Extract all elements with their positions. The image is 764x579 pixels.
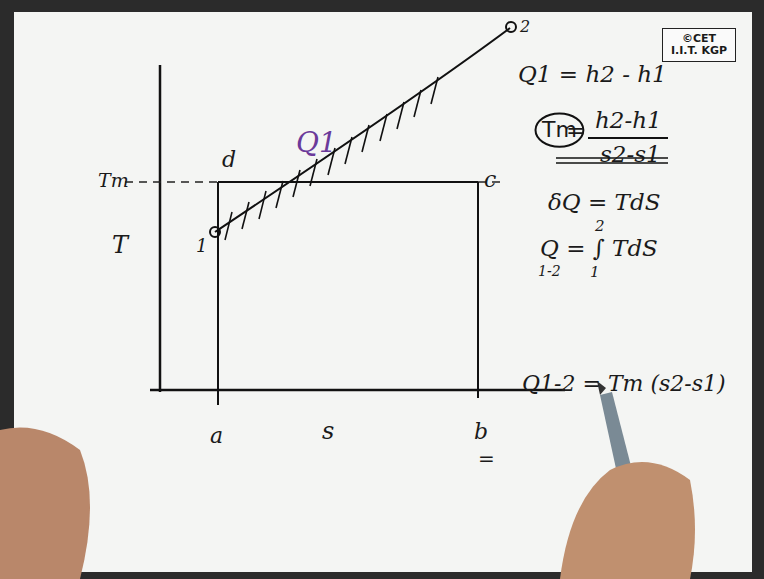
point-label: d	[222, 148, 236, 172]
integral-limit: 1	[590, 264, 600, 281]
logo-text: ©CET I.I.T. KGP	[669, 33, 729, 57]
equation: Q = ∫ TdS	[540, 236, 658, 261]
heat-label: Q1	[296, 128, 337, 159]
point-label: c	[484, 168, 496, 192]
axis-label: T	[112, 232, 128, 258]
equation: Q1 = h2 - h1	[518, 62, 667, 87]
equation: Q1-2 = Tm (s2-s1)	[522, 372, 726, 396]
axis-label: s	[322, 418, 334, 444]
integral-limit: 2	[595, 218, 605, 235]
equation: s2-s1	[600, 142, 661, 167]
point-label: 1	[196, 236, 207, 256]
equation: δQ = TdS	[548, 190, 660, 215]
subscript: 1-2	[538, 264, 561, 279]
point-label: a	[210, 424, 223, 448]
equation: =	[566, 118, 585, 143]
equation: h2-h1	[595, 108, 662, 133]
point-label: b	[474, 420, 488, 444]
note: =	[478, 448, 495, 470]
axis-value: Tm	[98, 170, 129, 191]
logo-box: ©CET I.I.T. KGP	[662, 28, 736, 62]
point-label: 2	[520, 18, 530, 36]
